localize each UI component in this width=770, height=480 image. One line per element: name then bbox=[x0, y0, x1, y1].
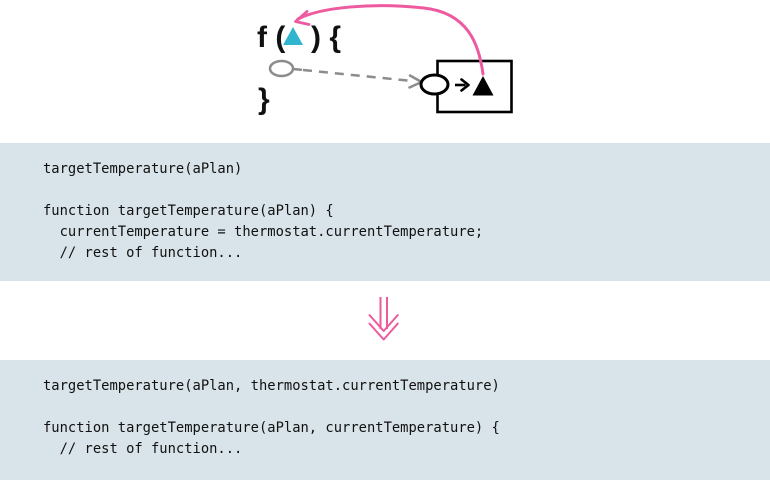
value-triangle-icon bbox=[472, 76, 494, 96]
code-line: targetTemperature(aPlan, thermostat.curr… bbox=[43, 378, 500, 394]
move-to-parameter-arrowhead-icon bbox=[294, 10, 311, 26]
returns-arrowhead-icon bbox=[460, 78, 470, 92]
object-box bbox=[436, 59, 513, 114]
code-line: currentTemperature = thermostat.currentT… bbox=[43, 224, 484, 240]
code-line: function targetTemperature(aPlan) { bbox=[43, 203, 334, 219]
code-line: function targetTemperature(aPlan, curren… bbox=[43, 420, 500, 436]
method-oval-icon bbox=[419, 73, 450, 96]
query-dashed-arrow bbox=[302, 68, 413, 83]
code-line bbox=[43, 397, 770, 418]
function-body-end-label: } bbox=[258, 83, 270, 116]
code-block-before: targetTemperature(aPlan) function target… bbox=[0, 143, 770, 281]
query-dashed-arrowhead-icon bbox=[408, 74, 423, 89]
transform-arrow-chevron-lower bbox=[368, 322, 400, 341]
query-call-oval-tail bbox=[291, 67, 303, 71]
code-block-after: targetTemperature(aPlan, thermostat.curr… bbox=[0, 360, 770, 480]
code-line: targetTemperature(aPlan) bbox=[43, 161, 243, 177]
code-line: // rest of function... bbox=[43, 245, 243, 261]
transform-down-arrow-icon bbox=[368, 297, 400, 341]
code-line: // rest of function... bbox=[43, 441, 243, 457]
move-to-parameter-curve-arrow bbox=[296, 4, 485, 76]
function-signature-open-label: f ( bbox=[257, 21, 285, 54]
code-line bbox=[43, 180, 770, 201]
query-call-oval-icon bbox=[268, 59, 295, 78]
transform-arrow-chevron-upper bbox=[368, 313, 400, 332]
parameter-triangle-icon bbox=[283, 27, 303, 45]
function-signature-close-label: ) { bbox=[311, 21, 341, 54]
